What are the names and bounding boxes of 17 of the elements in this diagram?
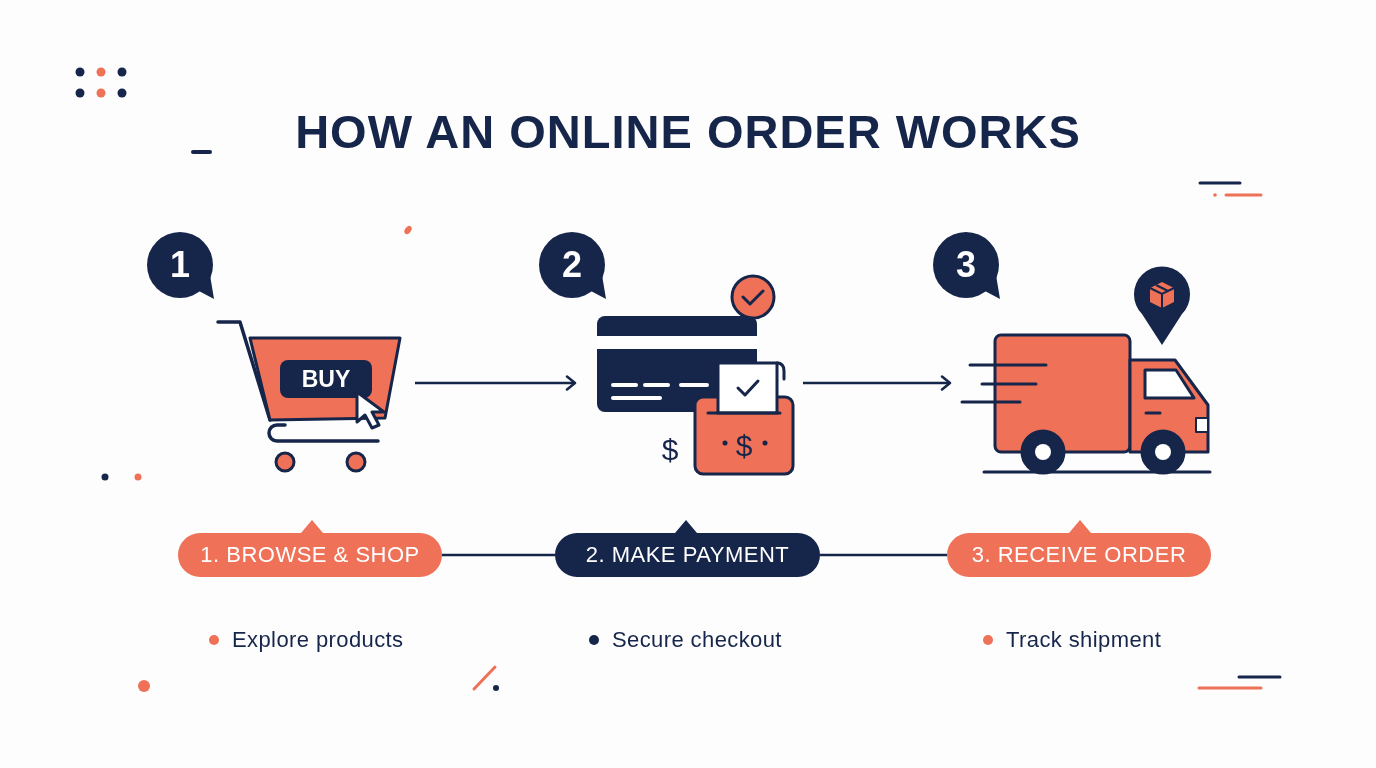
step-title: 2. MAKE PAYMENT bbox=[585, 544, 790, 566]
step-title: 1. BROWSE & SHOP bbox=[200, 544, 420, 566]
connector-line bbox=[442, 553, 555, 557]
dollar-sign: $ bbox=[660, 434, 680, 466]
step-description: Explore products bbox=[232, 627, 404, 653]
connector-line bbox=[820, 553, 947, 557]
buy-button: BUY bbox=[280, 360, 372, 398]
arrow bbox=[803, 375, 952, 391]
title: HOW AN ONLINE ORDER WORKS bbox=[294, 108, 1082, 155]
step-description: Secure checkout bbox=[612, 627, 782, 653]
step-number: 1 bbox=[169, 245, 191, 285]
step-number: 2 bbox=[561, 245, 583, 285]
dollar-sign: $ bbox=[734, 430, 754, 462]
step-title: 3. RECEIVE ORDER bbox=[971, 544, 1187, 566]
step-number: 3 bbox=[955, 245, 977, 285]
step-description: Track shipment bbox=[1006, 627, 1162, 653]
arrow bbox=[415, 375, 577, 391]
